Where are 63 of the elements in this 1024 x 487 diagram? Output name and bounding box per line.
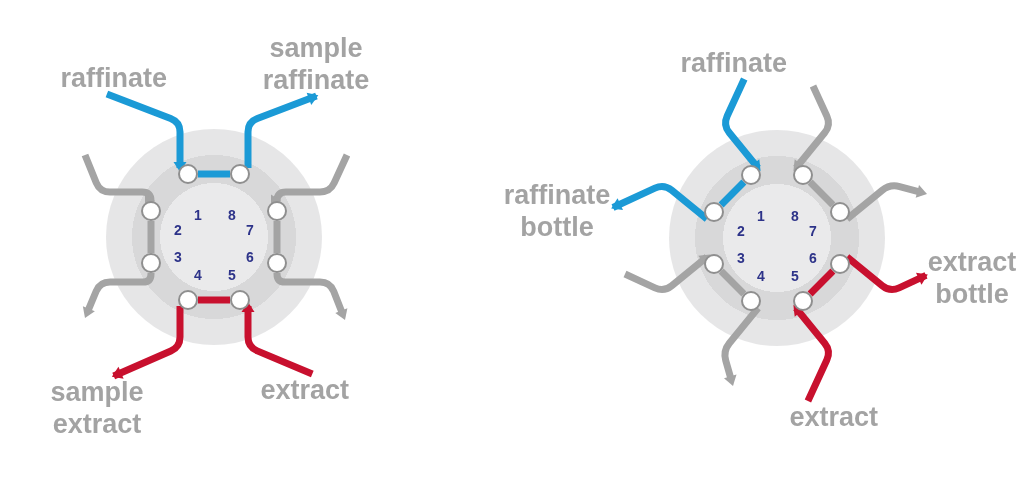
stream-label: sample extract xyxy=(48,376,146,440)
port-number: 7 xyxy=(808,222,818,240)
rotor-channel xyxy=(807,268,836,297)
valve-port xyxy=(267,253,287,273)
port-number: 3 xyxy=(173,248,183,266)
port-number: 7 xyxy=(245,221,255,239)
port-number: 2 xyxy=(736,222,746,240)
valve-port xyxy=(704,254,724,274)
valve-port xyxy=(141,201,161,221)
port-number: 6 xyxy=(245,248,255,266)
flow-tube xyxy=(105,90,187,172)
rotor-channel xyxy=(807,179,836,208)
flow-tube xyxy=(241,302,314,378)
rotor-channel xyxy=(198,296,230,304)
port-number: 8 xyxy=(227,206,237,224)
flow-tube xyxy=(244,92,319,168)
valve-port xyxy=(830,202,850,222)
flow-tube xyxy=(270,153,351,205)
rotor-channel xyxy=(718,179,747,208)
port-number: 1 xyxy=(193,206,203,224)
valve-port xyxy=(141,253,161,273)
flow-tube xyxy=(722,77,761,172)
valve-port xyxy=(267,201,287,221)
port-number: 2 xyxy=(173,221,183,239)
rotor-channel xyxy=(198,170,230,178)
port-number: 6 xyxy=(808,249,818,267)
rotor-channel xyxy=(147,221,155,253)
flow-tube xyxy=(273,270,348,320)
port-number: 4 xyxy=(193,266,203,284)
flow-tube xyxy=(721,305,761,386)
stream-label: extract xyxy=(260,374,350,406)
stream-label: raffinate xyxy=(680,47,788,79)
valve-port xyxy=(793,165,813,185)
valve-port xyxy=(704,202,724,222)
flow-tube xyxy=(611,183,710,222)
rotor-channel xyxy=(718,268,747,297)
flow-tube xyxy=(844,254,928,293)
port-number: 5 xyxy=(790,267,800,285)
valve-port xyxy=(741,165,761,185)
flow-tube xyxy=(793,304,832,403)
flow-tube xyxy=(111,306,184,380)
valve-port xyxy=(230,290,250,310)
valve-port xyxy=(178,290,198,310)
flow-tube xyxy=(82,270,155,318)
stream-label: raffinate bottle xyxy=(501,179,613,243)
flow-tube xyxy=(623,254,711,293)
valve-port xyxy=(830,254,850,274)
stream-label: raffinate xyxy=(60,62,168,94)
flow-tube xyxy=(793,84,832,172)
port-number: 1 xyxy=(756,207,766,225)
port-number: 3 xyxy=(736,249,746,267)
valve-port xyxy=(230,164,250,184)
stream-label: extract bottle xyxy=(926,246,1018,310)
valve-port xyxy=(741,291,761,311)
stream-label: extract xyxy=(789,401,879,433)
stream-label: sample raffinate xyxy=(260,32,372,96)
rotor-channel xyxy=(273,221,281,253)
flow-tube xyxy=(844,182,927,222)
port-number: 8 xyxy=(790,207,800,225)
port-number: 4 xyxy=(756,267,766,285)
valve-port xyxy=(178,164,198,184)
valve-port xyxy=(793,291,813,311)
port-number: 5 xyxy=(227,266,237,284)
